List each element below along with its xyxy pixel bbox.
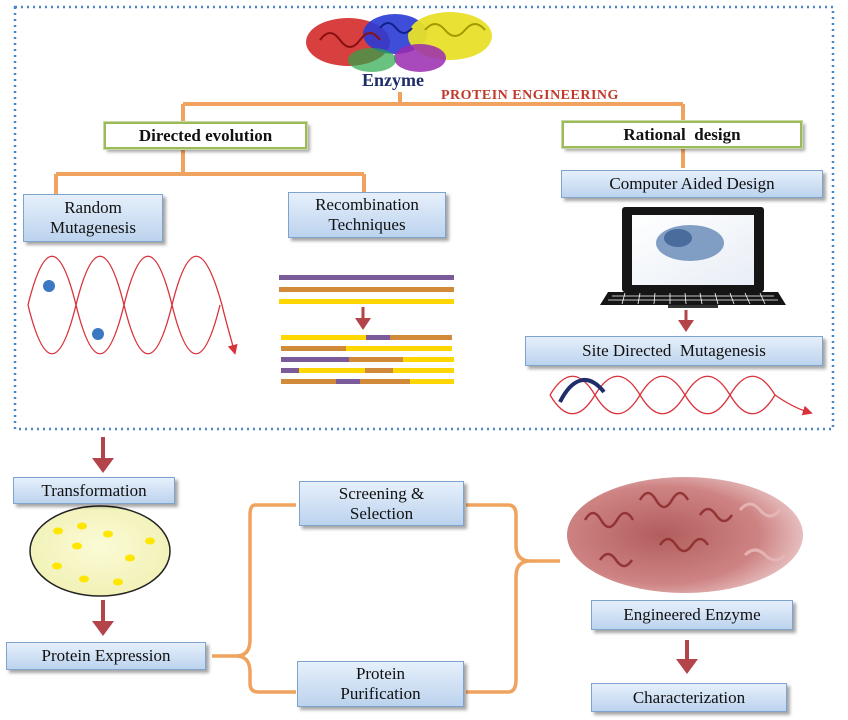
transformation-label: Transformation <box>41 480 147 500</box>
rational-design-label: Rational design <box>623 124 741 144</box>
protein-purification-box: Protein Purification <box>297 661 464 707</box>
engineered-enzyme-structure-icon <box>567 477 803 593</box>
screening-line2: Selection <box>349 503 414 523</box>
arrow-laptop-to-site-directed <box>678 310 694 332</box>
site-directed-mutagenesis-label: Site Directed Mutagenesis <box>582 341 766 360</box>
mutation-dot <box>92 328 104 340</box>
petri-plate-icon <box>29 505 171 597</box>
arrow-to-transformation <box>92 437 114 473</box>
recombination-line1: Recombination <box>315 195 419 214</box>
purification-line2: Purification <box>340 684 421 703</box>
dotted-frame <box>13 5 835 431</box>
screening-line1: Screening & <box>338 483 425 503</box>
recombination-line2: Techniques <box>328 215 406 234</box>
bracket-right <box>466 503 560 694</box>
bracket-left <box>212 503 296 694</box>
enzyme-label: Enzyme <box>362 70 424 90</box>
arrow-to-characterization <box>676 640 698 674</box>
site-directed-mutagenesis-box: Site Directed Mutagenesis <box>525 336 823 366</box>
diagram-title: PROTEIN ENGINEERING <box>441 88 619 103</box>
laptop-icon <box>600 207 786 308</box>
random-mutagenesis-line2: Mutagenesis <box>50 218 136 237</box>
recombination-techniques-box: Recombination Techniques <box>288 192 446 238</box>
mutation-dot <box>43 280 55 292</box>
rational-design-box: Rational design <box>561 120 803 149</box>
computer-aided-design-box: Computer Aided Design <box>561 170 823 198</box>
computer-aided-design-label: Computer Aided Design <box>609 174 775 193</box>
arrow-to-protein-expression <box>92 600 114 636</box>
recombined-gene-bars <box>281 335 454 384</box>
characterization-box: Characterization <box>591 683 787 712</box>
site-directed-helix <box>549 375 813 416</box>
recombination-arrow <box>355 307 371 330</box>
random-mutagenesis-box: Random Mutagenesis <box>23 194 163 242</box>
parent-gene-bars <box>279 275 454 304</box>
random-mutagenesis-helix <box>27 255 238 355</box>
engineered-enzyme-label: Engineered Enzyme <box>623 605 761 624</box>
protein-expression-box: Protein Expression <box>6 642 206 670</box>
protein-expression-label: Protein Expression <box>41 646 171 665</box>
directed-evolution-label: Directed evolution <box>138 125 273 145</box>
transformation-box: Transformation <box>13 477 175 504</box>
top-connectors <box>54 92 685 194</box>
random-mutagenesis-line1: Random <box>64 198 122 217</box>
characterization-label: Characterization <box>632 687 746 707</box>
directed-evolution-box: Directed evolution <box>103 121 308 150</box>
enzyme-structure-icon <box>306 12 492 72</box>
targeted-site-segment <box>558 378 606 403</box>
screening-selection-box: Screening & Selection <box>299 481 464 526</box>
engineered-enzyme-box: Engineered Enzyme <box>591 600 793 630</box>
purification-line1: Protein <box>355 664 406 683</box>
